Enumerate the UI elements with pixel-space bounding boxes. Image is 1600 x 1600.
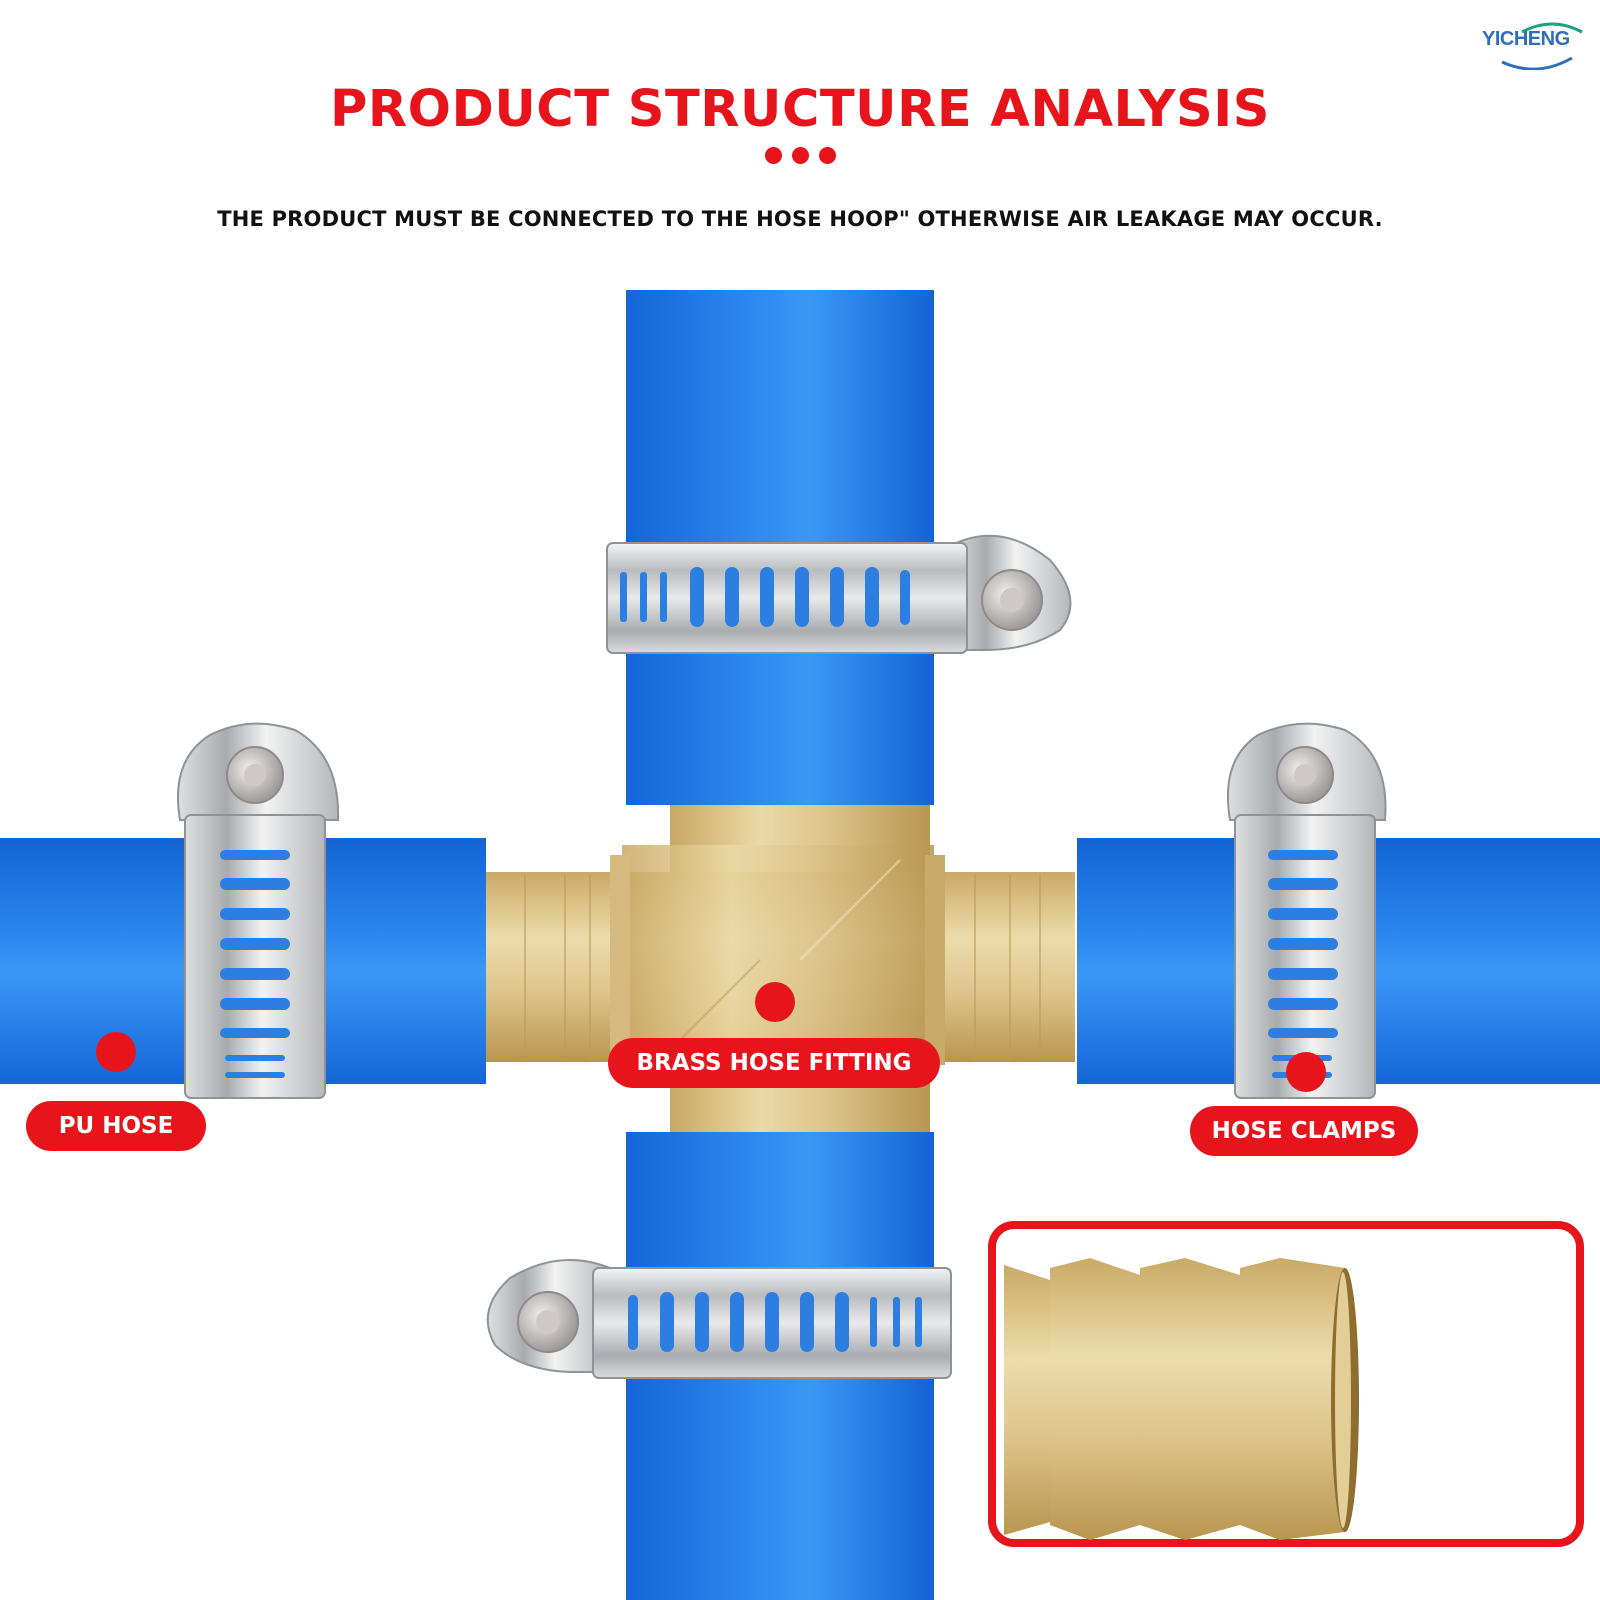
page-title: PRODUCT STRUCTURE ANALYSIS	[330, 80, 1270, 139]
hose-clamp	[177, 722, 340, 1099]
hose-clamp	[1226, 722, 1387, 1099]
brass-fitting-label: BRASS HOSE FITTING	[608, 1038, 940, 1088]
logo-swoosh-icon	[1501, 22, 1583, 70]
pu-hose-marker	[96, 1032, 136, 1072]
brass-fitting-marker	[755, 982, 795, 1022]
dot	[819, 147, 836, 164]
hose-clamps-label: HOSE CLAMPS	[1190, 1106, 1418, 1156]
barb-detail-inset	[988, 1221, 1584, 1547]
logo-text: YICHENG	[1482, 28, 1570, 50]
brand-logo: YICHENG	[1482, 20, 1592, 70]
dot	[792, 147, 809, 164]
hose-clamp	[486, 1259, 952, 1379]
title-dots	[765, 147, 845, 167]
hose-clamps-marker	[1286, 1052, 1326, 1092]
pu-hose-label: PU HOSE	[26, 1101, 206, 1151]
hose-clamp	[606, 534, 1072, 654]
subtitle-notice: THE PRODUCT MUST BE CONNECTED TO THE HOS…	[217, 207, 1383, 231]
dot	[765, 147, 782, 164]
